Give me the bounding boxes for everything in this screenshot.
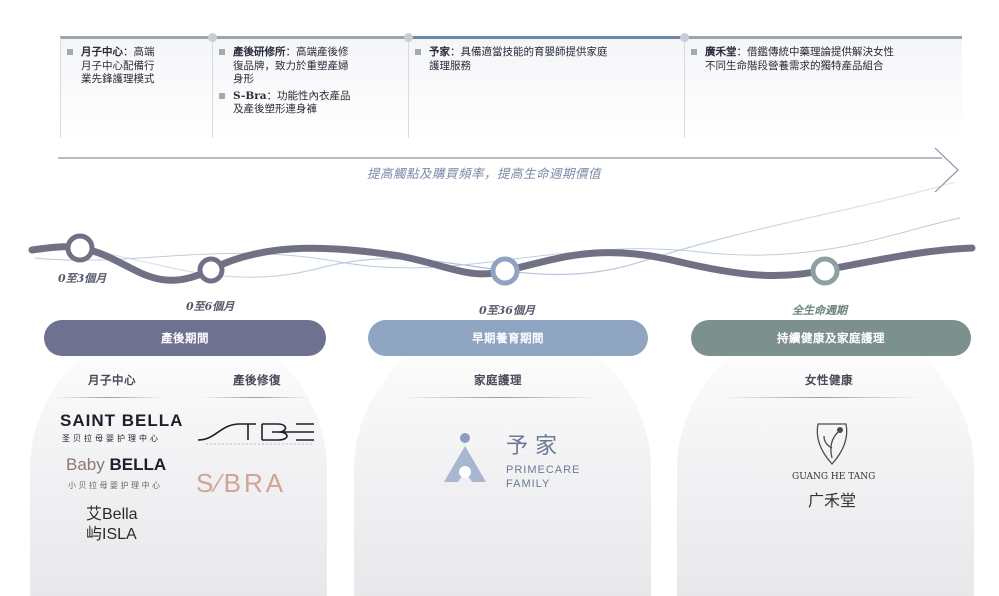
- section-subhead: 產後修復: [233, 373, 281, 387]
- bullet-item: S-Bra：功能性內衣產品 及產後塑形連身褲: [219, 90, 400, 117]
- card-dot: [680, 33, 689, 42]
- timeline-node-1: [65, 233, 95, 263]
- primecare-en-2: FAMILY: [506, 478, 551, 490]
- bullet-square-icon: [691, 49, 697, 55]
- section-subhead: 女性健康: [805, 373, 853, 387]
- primecare-logo-icon: [444, 433, 486, 482]
- section-postpartum-panel: [30, 322, 327, 596]
- section-pill: 產後期間: [44, 320, 326, 356]
- bullet-line: 身形: [233, 73, 254, 85]
- bullet-text: 廣禾堂：借鑑傳統中藥理論提供解決女性 不同生命階段營養需求的獨特產品組合: [705, 46, 894, 73]
- isla-logo-line2: 屿ISLA: [86, 526, 137, 543]
- arrow-caption: 提高觸點及購買頻率，提高生命週期價值: [367, 166, 602, 181]
- bullet-line-rest: ：具備適當技能的育嬰師提供家庭: [450, 46, 608, 58]
- guanghetang-cn: 广禾堂: [808, 491, 857, 510]
- bullet-text: S-Bra：功能性內衣產品 及產後塑形連身褲: [233, 90, 351, 117]
- saint-bella-cn: 圣贝拉母婴护理中心: [62, 434, 161, 443]
- bullet-line-rest: ：高端產後修: [285, 46, 349, 58]
- bullet-line-rest: ：高端: [123, 46, 155, 58]
- card-dot: [404, 33, 413, 42]
- age-label: 0至36個月: [479, 304, 535, 317]
- timeline-node-4: [810, 256, 840, 286]
- bullet-line: 護理服務: [429, 59, 471, 72]
- card-guanghetang: 廣禾堂：借鑑傳統中藥理論提供解決女性 不同生命階段營養需求的獨特產品組合: [680, 33, 962, 138]
- bullet-square-icon: [415, 49, 421, 55]
- section-pill: 持續健康及家庭護理: [691, 320, 971, 356]
- saint-bella-logo: SAINT BELLA: [60, 411, 184, 430]
- divider: [200, 397, 310, 398]
- bullet-line: 復品牌，致力於重塑產婦: [233, 59, 349, 72]
- bullet-text: 產後研修所：高端產後修 復品牌，致力於重塑產婦 身形: [233, 46, 349, 87]
- growth-arrow: [58, 147, 959, 193]
- bullet-line-rest: ：功能性內衣產品: [266, 89, 351, 102]
- bullet-square-icon: [219, 49, 225, 55]
- bella-word: BELLA: [109, 455, 167, 474]
- bullet-square-icon: [219, 92, 225, 99]
- divider: [54, 397, 164, 398]
- section-subhead: 月子中心: [88, 373, 136, 387]
- guanghetang-leaf-icon: [816, 423, 848, 465]
- bullet-text: 月子中心：高端 月子中心配備行 業先鋒護理模式: [81, 46, 155, 87]
- age-label: 全生命週期: [792, 304, 847, 317]
- baby-bella-word: Baby: [66, 455, 105, 474]
- bullet-line: 及產後塑形連身褲: [233, 103, 317, 115]
- card-postpartum-recovery: 產後研修所：高端產後修 復品牌，致力於重塑產婦 身形 S-Bra：功能性內衣產品…: [208, 33, 408, 138]
- timeline-node-2: [197, 256, 225, 284]
- guanghetang-en: GUANG HE TANG: [792, 472, 876, 482]
- sbra-logo: S⁄BRA: [196, 468, 287, 498]
- primecare-en-1: PRIMECARE: [506, 464, 581, 476]
- stb-logo: [197, 423, 314, 445]
- bullet-line: 廣禾堂: [705, 46, 737, 58]
- bullet-line: 產後研修所: [233, 46, 286, 58]
- bullet-square-icon: [67, 49, 73, 55]
- thin-wave-1: [29, 181, 956, 278]
- card-confinement-center: 月子中心：高端 月子中心配備行 業先鋒護理模式: [60, 36, 212, 138]
- section-subhead: 家庭護理: [474, 373, 522, 387]
- bullet-line: S-Bra: [233, 89, 267, 102]
- timeline-graphic: [28, 147, 976, 286]
- card-dot: [208, 33, 217, 42]
- bullet-item: 月子中心：高端 月子中心配備行 業先鋒護理模式: [67, 46, 204, 87]
- bullet-line-rest: ：借鑑傳統中藥理論提供解決女性: [736, 46, 895, 58]
- baby-bella-logo: Baby BELLA: [66, 455, 166, 475]
- card-primecare: 予家：具備適當技能的育嬰師提供家庭 護理服務: [404, 33, 684, 138]
- top-description-cards: 月子中心：高端 月子中心配備行 業先鋒護理模式 產後研修所：高端產後修 復品牌，…: [60, 33, 962, 138]
- bullet-line: 月子中心配備行: [81, 59, 155, 72]
- section-pill: 早期養育期間: [368, 320, 648, 356]
- bullet-item: 予家：具備適當技能的育嬰師提供家庭 護理服務: [415, 46, 676, 73]
- divider: [400, 397, 600, 398]
- timeline-node-3: [490, 256, 520, 286]
- divider: [722, 397, 922, 398]
- bullet-line: 予家: [429, 46, 450, 58]
- bullet-text: 予家：具備適當技能的育嬰師提供家庭 護理服務: [429, 46, 608, 73]
- bullet-line: 月子中心: [81, 46, 123, 58]
- section-wellness-panel: [677, 322, 974, 596]
- baby-bella-cn: 小贝拉母婴护理中心: [68, 481, 163, 490]
- primecare-cn: 予 家: [506, 434, 557, 459]
- age-label: 0至6個月: [186, 300, 235, 313]
- section-early-nurturing-panel: [354, 322, 651, 596]
- age-label: 0至3個月: [58, 272, 107, 285]
- bullet-item: 廣禾堂：借鑑傳統中藥理論提供解決女性 不同生命階段營養需求的獨特產品組合: [691, 46, 954, 73]
- isla-logo-line1: 艾Bella: [86, 506, 138, 523]
- bullet-line: 業先鋒護理模式: [81, 73, 155, 85]
- bullet-item: 產後研修所：高端產後修 復品牌，致力於重塑產婦 身形: [219, 46, 400, 87]
- bullet-line: 不同生命階段營養需求的獨特產品組合: [705, 59, 884, 72]
